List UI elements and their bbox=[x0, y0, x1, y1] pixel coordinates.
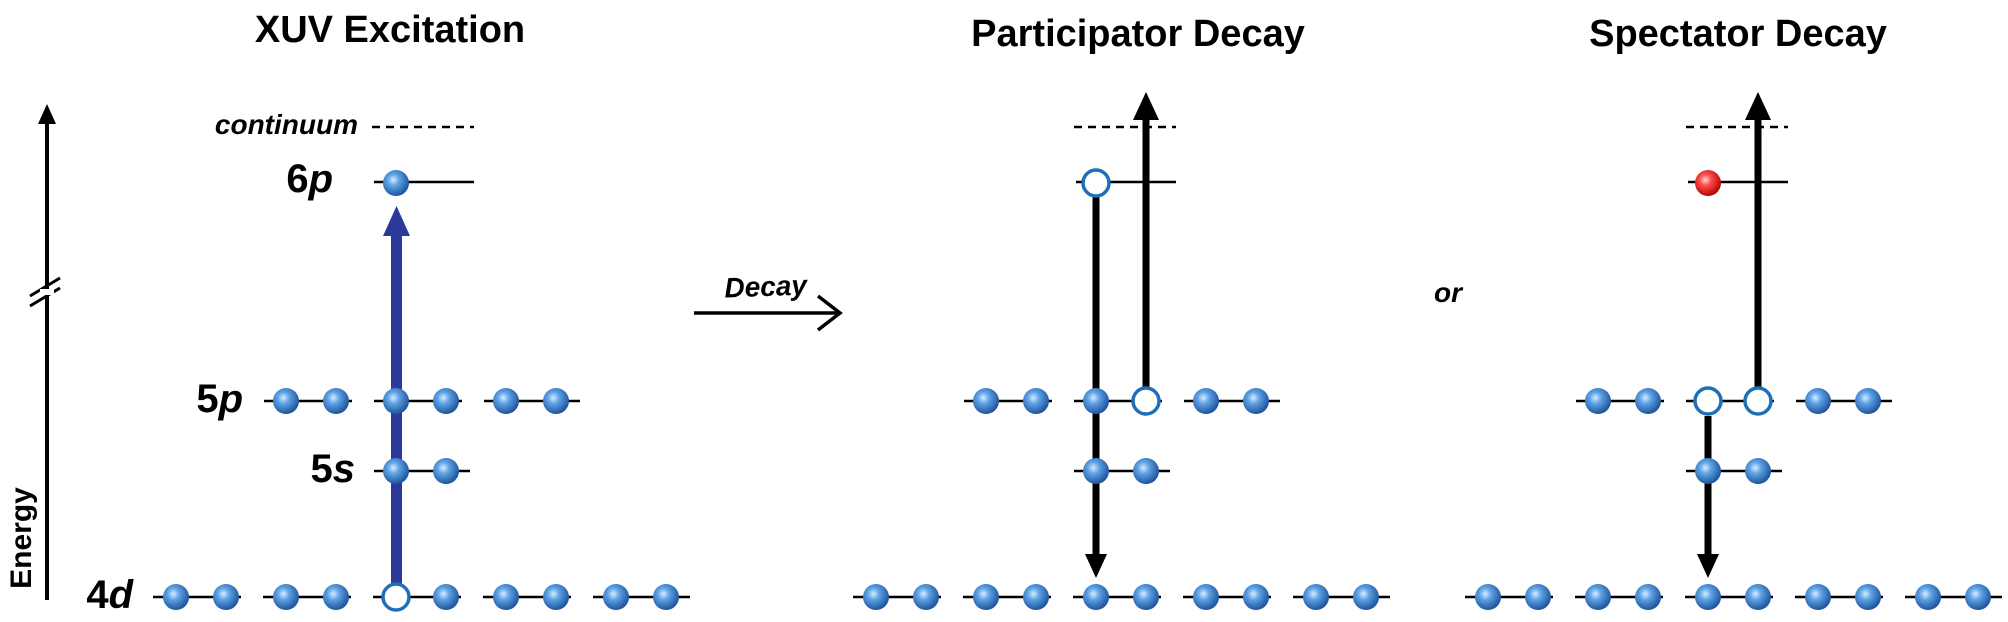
electron bbox=[1023, 584, 1049, 610]
electron bbox=[1695, 458, 1721, 484]
electron bbox=[1243, 388, 1269, 414]
energy-axis bbox=[29, 104, 61, 600]
participator-panel bbox=[853, 92, 1390, 610]
electron bbox=[493, 584, 519, 610]
electron bbox=[1635, 388, 1661, 414]
electron bbox=[1303, 584, 1329, 610]
electron bbox=[913, 584, 939, 610]
excited-electron bbox=[1695, 170, 1721, 196]
electron bbox=[1023, 388, 1049, 414]
electron bbox=[493, 388, 519, 414]
electron bbox=[213, 584, 239, 610]
level-5p-label: 5p bbox=[196, 377, 243, 421]
participator-decay-title: Participator Decay bbox=[971, 13, 1305, 55]
electron bbox=[1083, 388, 1109, 414]
continuum-label: continuum bbox=[215, 109, 358, 140]
electron bbox=[1855, 584, 1881, 610]
electron bbox=[543, 584, 569, 610]
electron bbox=[1193, 584, 1219, 610]
electron bbox=[1133, 458, 1159, 484]
relaxation-arrow bbox=[1697, 416, 1719, 578]
ejection-arrow bbox=[1745, 92, 1771, 388]
electron bbox=[323, 584, 349, 610]
electron bbox=[163, 584, 189, 610]
electron bbox=[1353, 584, 1379, 610]
or-label: or bbox=[1434, 277, 1464, 308]
hole bbox=[1693, 386, 1723, 416]
spectator-decay-title: Spectator Decay bbox=[1589, 13, 1887, 55]
electron bbox=[1855, 388, 1881, 414]
electron bbox=[1193, 388, 1219, 414]
electron bbox=[383, 170, 409, 196]
electron bbox=[1083, 584, 1109, 610]
hole bbox=[1131, 386, 1161, 416]
electron bbox=[603, 584, 629, 610]
electron bbox=[273, 388, 299, 414]
electron bbox=[543, 388, 569, 414]
electron bbox=[1965, 584, 1991, 610]
electron bbox=[1805, 388, 1831, 414]
electron bbox=[1635, 584, 1661, 610]
electron bbox=[1475, 584, 1501, 610]
electron bbox=[273, 584, 299, 610]
electron bbox=[1525, 584, 1551, 610]
decay-arrow bbox=[694, 294, 843, 332]
electron bbox=[383, 388, 409, 414]
electron bbox=[433, 458, 459, 484]
electron bbox=[1805, 584, 1831, 610]
ejection-arrow bbox=[1133, 92, 1159, 388]
hole bbox=[1743, 386, 1773, 416]
hole bbox=[381, 582, 411, 612]
electron bbox=[433, 388, 459, 414]
electron bbox=[1745, 458, 1771, 484]
electron bbox=[1585, 388, 1611, 414]
electron bbox=[1745, 584, 1771, 610]
electron bbox=[1243, 584, 1269, 610]
electron bbox=[863, 584, 889, 610]
electron bbox=[973, 388, 999, 414]
electron bbox=[1695, 584, 1721, 610]
excitation-panel bbox=[153, 125, 690, 612]
electron bbox=[1083, 458, 1109, 484]
electron bbox=[973, 584, 999, 610]
electron bbox=[323, 388, 349, 414]
electron bbox=[653, 584, 679, 610]
relaxation-arrow bbox=[1085, 196, 1107, 578]
electron bbox=[383, 458, 409, 484]
level-5s-label: 5s bbox=[311, 447, 356, 491]
electron bbox=[1133, 584, 1159, 610]
level-4d-label: 4d bbox=[86, 573, 134, 617]
electron bbox=[1915, 584, 1941, 610]
electron bbox=[433, 584, 459, 610]
spectator-panel bbox=[1465, 92, 2002, 610]
xuv-excitation-title: XUV Excitation bbox=[255, 9, 525, 51]
energy-axis-label: Energy bbox=[5, 487, 38, 589]
hole bbox=[1081, 168, 1111, 198]
electron bbox=[1585, 584, 1611, 610]
level-6p-label: 6p bbox=[286, 157, 333, 201]
decay-label: Decay bbox=[724, 270, 809, 304]
